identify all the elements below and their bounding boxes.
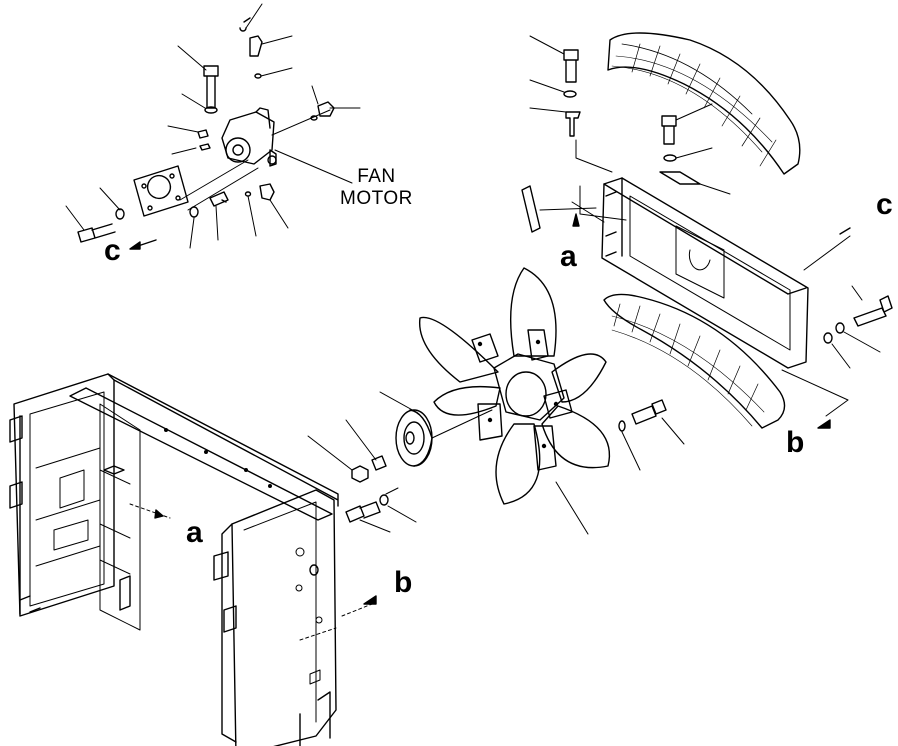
fan-motor-label: FAN MOTOR (340, 166, 413, 210)
fan-motor-label-line2: MOTOR (340, 188, 413, 209)
fan-shroud-assembly (521, 32, 893, 471)
fan-assembly (307, 267, 610, 535)
guard-frame-assembly (9, 373, 377, 746)
reference-mark-b-lower: b (394, 566, 413, 599)
reference-mark-c-right: c (876, 188, 893, 221)
fan-motor-label-line1: FAN (357, 166, 396, 187)
reference-mark-b-upper: b (786, 426, 805, 459)
reference-mark-a-lower: a (186, 516, 203, 549)
fan-motor-assembly (65, 3, 361, 250)
reference-mark-a-upper: a (560, 240, 577, 273)
reference-mark-c-left: c (104, 234, 121, 267)
